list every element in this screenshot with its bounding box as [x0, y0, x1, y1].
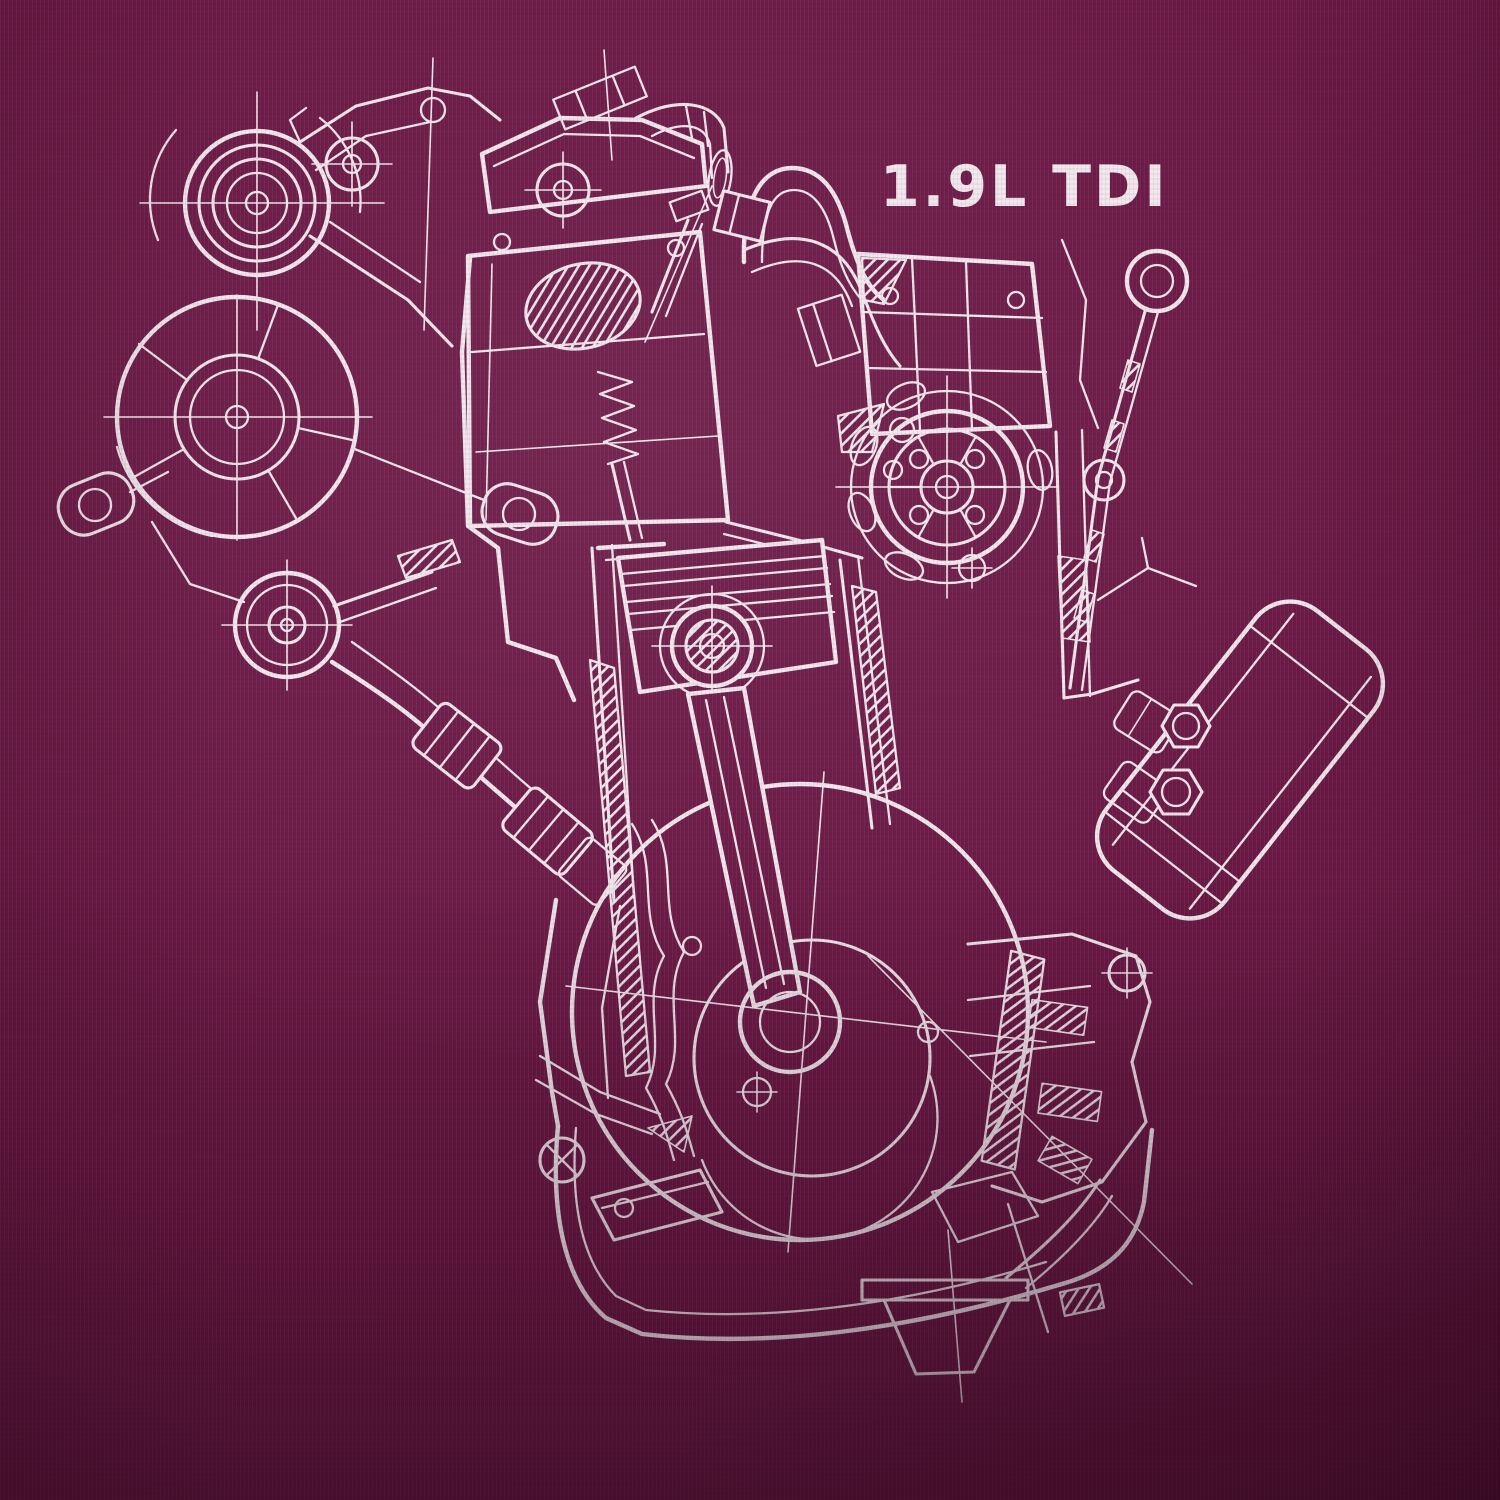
crankcase-flywheel: [534, 771, 1047, 1253]
accessory-bracket: [288, 57, 502, 348]
coolant-hose: [329, 640, 628, 906]
engine-label: 1.9L TDI: [880, 154, 1169, 220]
valve-cover: [479, 49, 709, 229]
engine-block: [459, 255, 902, 1162]
oil-filter: [1094, 599, 1386, 921]
piston: [615, 537, 839, 707]
fan-pulley: [139, 91, 385, 331]
engine-mount-bracket: [930, 932, 1153, 1334]
intake-elbow: [634, 103, 733, 207]
oil-pan: [553, 955, 1193, 1403]
connecting-rod: [685, 685, 843, 1075]
injection-pump: [855, 251, 1053, 437]
belt-tensioner: [221, 559, 438, 691]
pump-gear: [835, 375, 1059, 599]
cylinder-head: [465, 185, 731, 562]
oil-pickup: [860, 1278, 1030, 1302]
right-frame: [1054, 238, 1198, 700]
vacuum-pump: [56, 294, 560, 604]
valve-spring: [596, 370, 640, 466]
